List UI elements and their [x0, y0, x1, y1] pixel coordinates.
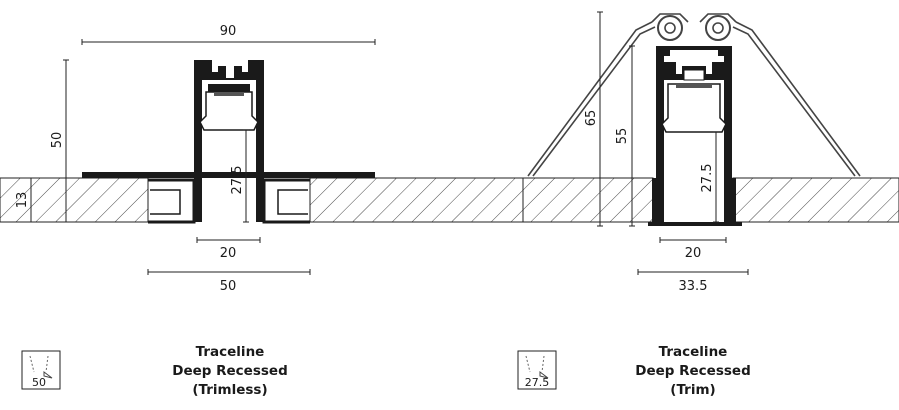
- dim-board-thickness: 13: [15, 192, 30, 209]
- skim-plate: [82, 172, 375, 178]
- trim-title-line-1: Traceline: [658, 344, 728, 360]
- trimless-section: 90 50 13 27.5 20 50 50: [0, 24, 524, 390]
- plasterboard-left: [0, 177, 524, 223]
- dim-channel-width-trim: 20: [685, 246, 702, 261]
- mounting-wings: [148, 178, 310, 224]
- trim-title-line-2: Deep Recessed: [635, 363, 751, 379]
- cutout-icon-left: 50: [21, 350, 61, 390]
- dim-base-width: 50: [220, 279, 237, 294]
- trimless-title: Traceline Deep Recessed (Trimless): [130, 343, 330, 400]
- trimless-title-line-3: (Trimless): [192, 382, 268, 398]
- cutout-icon-left-label: 50: [32, 376, 46, 389]
- spring-clips: [527, 13, 861, 177]
- dim-inner-depth: 27.5: [230, 166, 245, 195]
- trim-title: Traceline Deep Recessed (Trim): [593, 343, 793, 400]
- dim-top-width: 90: [220, 24, 237, 39]
- cutout-icon-right-label: 27.5: [525, 376, 550, 389]
- dim-channel-width: 20: [220, 246, 237, 261]
- dim-inner-depth-trim: 27.5: [700, 164, 715, 193]
- trimless-title-line-2: Deep Recessed: [172, 363, 288, 379]
- trimless-title-line-1: Traceline: [195, 344, 265, 360]
- trim-title-line-3: (Trim): [670, 382, 716, 398]
- dim-body-height: 55: [615, 128, 630, 145]
- cutout-icon-right: 27.5: [517, 350, 557, 390]
- channel-body-trimless: [194, 60, 264, 222]
- trim-section: 65 55 27.5 20 33.5 27.5: [517, 11, 899, 390]
- dim-height: 50: [50, 132, 65, 149]
- dim-flange-width: 33.5: [679, 279, 708, 294]
- channel-body-trim: [648, 46, 742, 226]
- dim-overall-height: 65: [584, 110, 599, 127]
